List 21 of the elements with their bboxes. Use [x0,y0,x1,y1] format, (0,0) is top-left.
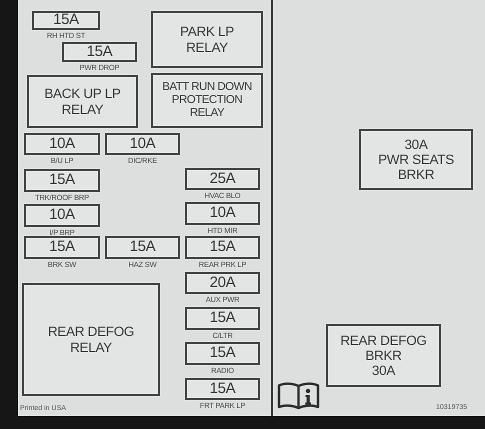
fuse-slot: 10A [24,204,100,227]
fuse-slot: 15A [185,378,260,400]
relay-slot: PARK LP RELAY [151,11,263,68]
fuse-slot: 15A [185,307,260,330]
fuse-slot: 10A [24,133,100,155]
breaker-slot: REAR DEFOG BRKR 30A [326,324,441,387]
fuse-slot: 10A [105,133,180,155]
fuse-slot: 25A [185,168,260,190]
fuse-slot: 15A [185,342,260,365]
relay-slot: REAR DEFOG RELAY [22,283,160,396]
relay-slot: BACK UP LP RELAY [27,75,138,128]
fuse-slot: 15A [185,236,260,259]
fuse-slot: 15A [105,236,180,259]
relay-slot: BATT RUN DOWN PROTECTION RELAY [151,73,263,128]
fuse-slot: 15A [24,236,100,259]
fuse-slot: 15A [24,169,100,192]
fuse-slot: 15A [32,11,100,30]
fuse-slot: 15A [62,42,137,62]
fuse-slot: 20A [185,272,260,294]
fuse-slot: 10A [185,202,260,225]
breaker-slot: 30A PWR SEATS BRKR [359,129,473,190]
